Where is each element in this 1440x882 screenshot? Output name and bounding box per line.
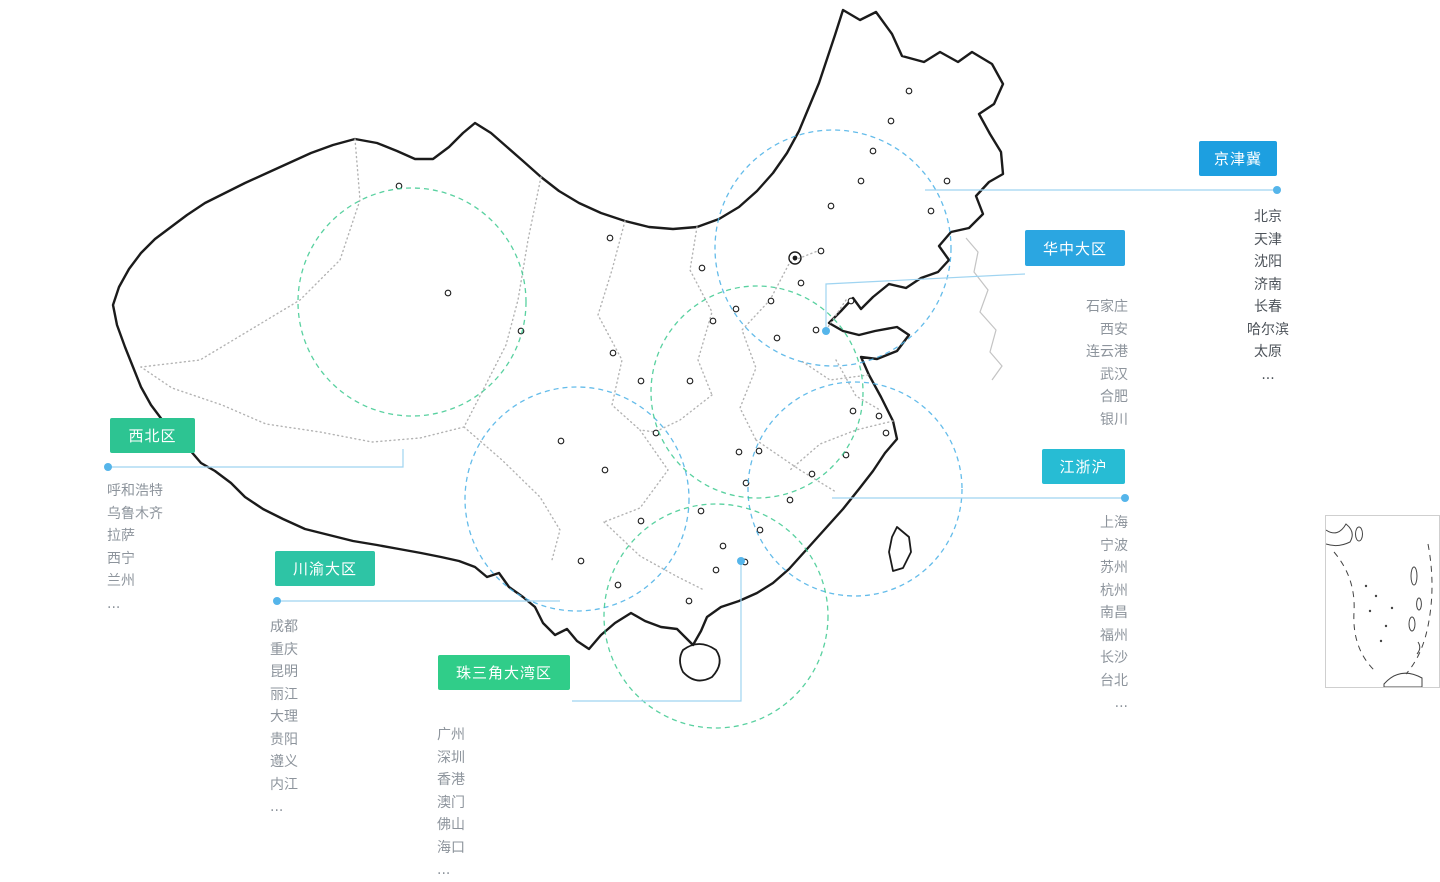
city-item: 内江 [270,776,298,793]
neighbor-coastline [965,237,1003,381]
circle-zhusanjiao [603,503,829,729]
connector-zhusanjiao [572,563,742,702]
hainan-island [679,643,721,682]
city-list-jiangzhehu: 上海宁波苏州杭州南昌福州长沙台北... [1008,512,1128,715]
city-item: 天津 [1254,231,1282,248]
circle-chuanyu [464,386,690,612]
circle-huazhong [650,285,864,499]
city-list-huazhong: 石家庄西安连云港武汉合肥银川 [1008,296,1128,431]
city-item: 深圳 [437,749,465,766]
inset-map [1326,523,1433,687]
circle-jiangzhehu [747,381,963,597]
connector-dot-xibei [104,463,112,471]
city-item: 海口 [437,839,465,856]
city-list-chuanyu: 成都重庆昆明丽江大理贵阳遵义内江... [270,616,390,819]
city-list-jingjinji: 北京天津沈阳济南长春哈尔滨太原... [1208,206,1328,386]
region-label-zhusanjiao: 珠三角大湾区 [438,655,570,690]
city-item: 呼和浩特 [107,483,163,499]
beijing-cluster-marker [788,251,802,265]
inset-dash-line-west [1333,551,1375,671]
city-item: 北京 [1254,209,1282,225]
city-item: 武汉 [1100,366,1128,383]
city-item: 合肥 [1100,389,1128,405]
inset-island-dots [1364,584,1394,643]
region-label-jingjinji: 京津冀 [1199,141,1277,176]
region-label-huazhong: 华中大区 [1025,230,1125,266]
city-item: ... [437,862,451,878]
inset-coastline [1326,523,1353,547]
city-item: ... [270,799,284,815]
city-item: 长沙 [1100,650,1128,666]
connector-dot-jiangzhehu [1121,494,1129,502]
city-item: 成都 [270,619,298,635]
city-item: 大理 [270,709,298,725]
city-list-xibei: 呼和浩特乌鲁木齐拉萨西宁兰州... [107,480,247,615]
city-item: 昆明 [270,664,298,680]
inset-taiwan [1355,526,1363,542]
city-item: 香港 [437,772,465,788]
city-item: 兰州 [107,573,135,589]
city-item: 拉萨 [107,528,135,544]
city-item: 宁波 [1100,537,1128,554]
city-item: ... [1261,366,1275,383]
inset-dash-line-east [1405,543,1433,675]
city-item: 丽江 [270,686,298,703]
city-item: ... [1114,695,1128,711]
city-item: 西安 [1100,321,1128,338]
connector-dot-huazhong [822,327,830,335]
city-item: 沈阳 [1254,254,1282,270]
connector-dot-chuanyu [273,597,281,605]
inset-borneo [1383,672,1423,687]
city-markers [395,87,951,605]
city-item: 苏州 [1100,560,1128,576]
region-label-chuanyu: 川渝大区 [275,551,375,586]
city-item: 佛山 [437,817,465,833]
connector-dot-jingjinji [1273,186,1281,194]
south-china-sea-inset [1325,515,1440,688]
city-item: 乌鲁木齐 [107,505,163,522]
city-item: 杭州 [1100,582,1128,599]
city-item: 南昌 [1100,605,1128,621]
city-list-zhusanjiao: 广州深圳香港澳门佛山海口... [437,724,567,882]
city-item: ... [107,595,121,612]
city-item: 石家庄 [1086,299,1128,315]
province-borders [140,138,894,591]
city-item: 遵义 [270,754,298,770]
blue-region-circles [464,129,963,612]
city-item: 重庆 [270,641,298,658]
region-label-jiangzhehu: 江浙沪 [1042,449,1125,484]
connector-dot-zhusanjiao [737,557,745,565]
city-item: 广州 [437,727,465,743]
city-item: 上海 [1100,515,1128,531]
circle-jingjinji [714,129,952,367]
city-item: 贵阳 [270,731,298,748]
city-item: 哈尔滨 [1247,321,1289,338]
region-label-xibei: 西北区 [110,418,195,453]
city-item: 澳门 [437,794,465,811]
circle-xibei [297,187,527,417]
city-item: 太原 [1254,344,1282,360]
city-item: 连云港 [1086,344,1128,360]
city-item: 长春 [1254,299,1282,315]
taiwan-island [888,526,912,572]
city-item: 福州 [1100,627,1128,644]
inset-islands [1408,566,1422,655]
city-item: 济南 [1254,276,1282,293]
city-item: 西宁 [107,550,135,567]
connector-huazhong [825,273,1026,329]
city-item: 台北 [1100,672,1128,689]
city-item: 银川 [1100,411,1128,428]
